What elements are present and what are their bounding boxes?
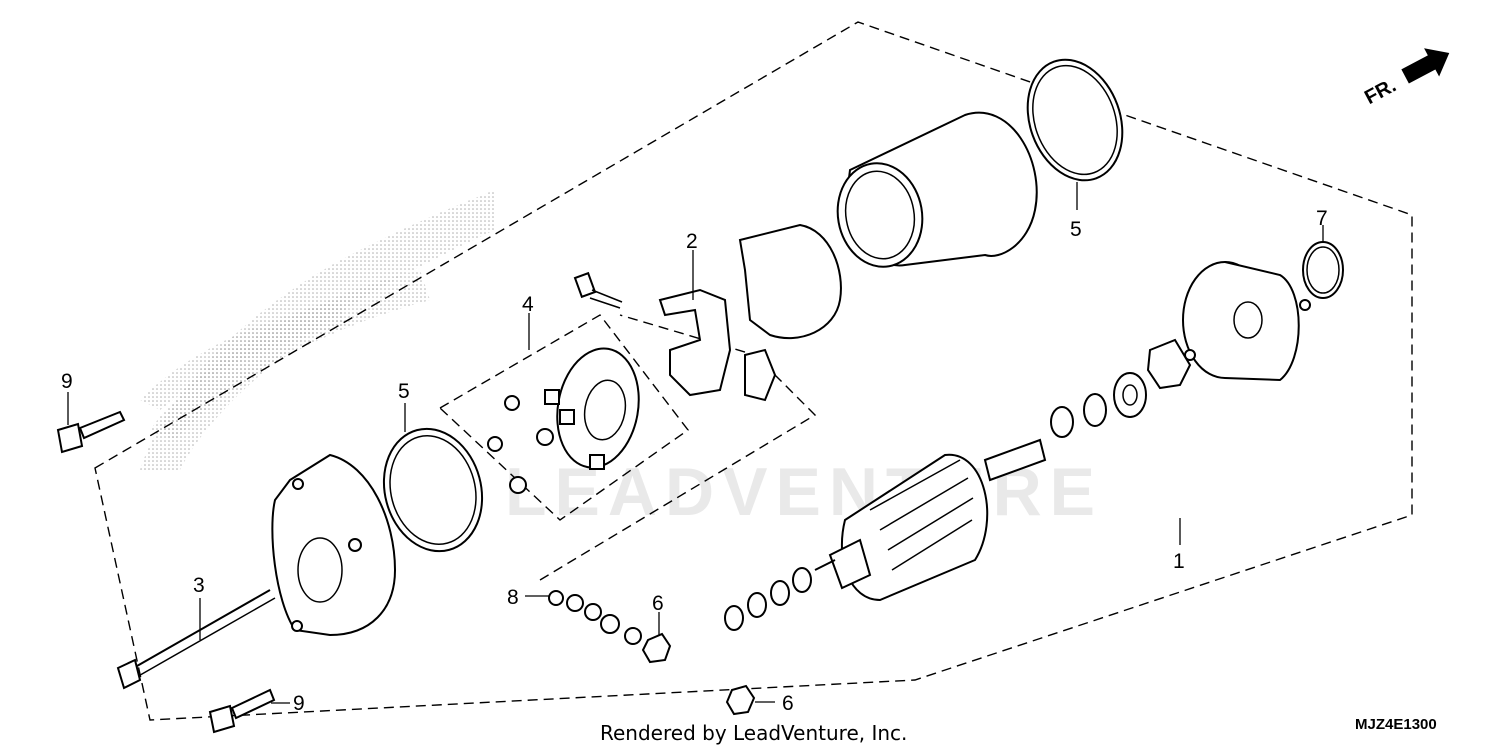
diagram-code: MJZ4E1300 bbox=[1355, 716, 1437, 733]
callout-9-upper: 9 bbox=[61, 370, 73, 393]
shaft-washers bbox=[1050, 372, 1147, 438]
armature bbox=[814, 438, 1047, 602]
callouts: 1 2 3 4 5 5 6 6 7 8 9 9 bbox=[61, 207, 1328, 715]
callout-4: 4 bbox=[522, 293, 534, 316]
brush-holder bbox=[487, 347, 640, 494]
front-direction-indicator: FR. bbox=[1361, 48, 1450, 110]
terminal-bracket bbox=[658, 288, 732, 397]
terminal-bolt bbox=[573, 271, 623, 309]
callout-6-upper: 6 bbox=[652, 592, 664, 615]
o-ring-left bbox=[382, 427, 484, 553]
bolt-upper bbox=[56, 410, 126, 454]
callout-3: 3 bbox=[193, 574, 205, 597]
fr-label: FR. bbox=[1361, 75, 1400, 110]
callout-2: 2 bbox=[686, 230, 698, 253]
callout-8: 8 bbox=[507, 586, 519, 609]
motor-yoke bbox=[836, 111, 1038, 268]
o-ring-right bbox=[1026, 58, 1124, 182]
callout-9-lower: 9 bbox=[293, 692, 305, 715]
front-cover bbox=[271, 453, 397, 637]
leader-lines bbox=[67, 182, 1324, 704]
brush-spring-clip bbox=[744, 348, 777, 402]
footer-credit: Rendered by LeadVenture, Inc. bbox=[600, 721, 907, 745]
o-ring-small bbox=[1302, 241, 1344, 299]
callout-5-right: 5 bbox=[1070, 218, 1082, 241]
rear-bracket bbox=[1182, 261, 1311, 382]
arrow-right-icon bbox=[1401, 48, 1450, 84]
nut-upper bbox=[641, 632, 672, 664]
callout-7: 7 bbox=[1316, 207, 1328, 230]
callout-5-left: 5 bbox=[398, 380, 410, 403]
lock-washer bbox=[1146, 338, 1192, 390]
armature-washers bbox=[724, 567, 812, 631]
bolt-lower bbox=[208, 688, 276, 734]
callout-6-lower: 6 bbox=[782, 692, 794, 715]
brush-holder-outline bbox=[438, 314, 689, 521]
assembly-outline bbox=[94, 21, 1413, 721]
watermark-wing-logo bbox=[140, 190, 495, 470]
insulator-ring bbox=[738, 223, 842, 340]
callout-1: 1 bbox=[1173, 550, 1185, 573]
nut-lower bbox=[725, 684, 756, 716]
through-bolt bbox=[116, 589, 276, 690]
terminal-group-outline bbox=[539, 314, 817, 581]
washer-stack bbox=[548, 590, 642, 645]
